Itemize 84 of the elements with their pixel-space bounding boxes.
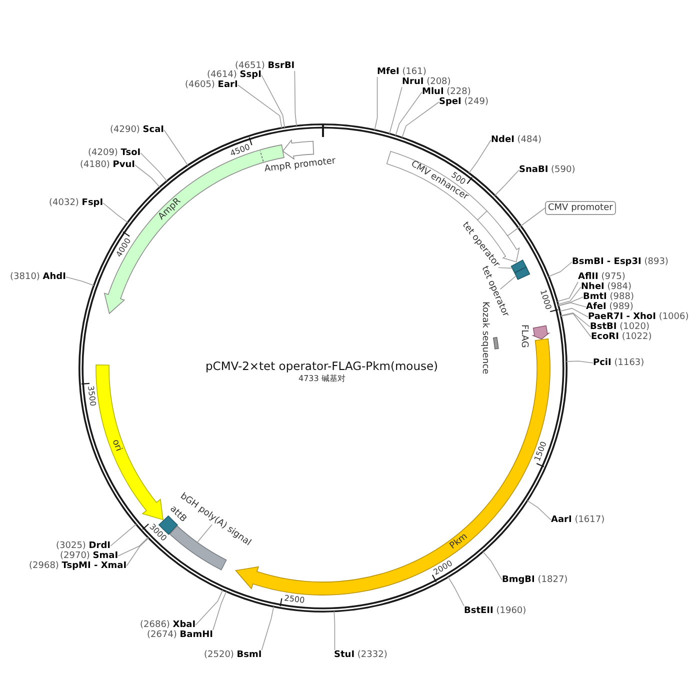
leader-line <box>195 590 224 626</box>
site-label: (4651) BsrBI <box>235 61 295 71</box>
leader-line <box>498 267 513 269</box>
leader-line <box>448 576 464 606</box>
site-label: BstBI (1020) <box>590 322 650 332</box>
site-label: BsmBI - Esp3I (893) <box>572 257 668 267</box>
leader-line <box>102 202 128 223</box>
leader-line <box>118 537 149 556</box>
site-label: BmgBI (1827) <box>502 575 568 585</box>
leader-line <box>560 312 590 328</box>
site-label: (4290) ScaI <box>110 125 164 135</box>
leader-line <box>164 130 188 166</box>
site-label: (2520) BsmI <box>204 650 262 660</box>
site-label: PaeR7I - XhoI (1006) <box>588 312 689 322</box>
callout-label: CMV promoter <box>545 201 616 215</box>
leader-line <box>468 140 492 174</box>
site-label: (2674) BamHI <box>147 630 213 640</box>
site-label: NheI (984) <box>581 282 632 292</box>
plasmid-title: pCMV-2×tet operator-FLAG-Pkm(mouse) <box>206 359 438 373</box>
leader-line <box>500 275 517 290</box>
leader-line <box>237 84 282 128</box>
site-label: (4605) EarI <box>185 80 238 90</box>
feature-label: Kozak sequence <box>480 302 490 374</box>
site-label: (3810) AhdI <box>10 272 66 282</box>
leader-line <box>110 524 137 546</box>
tick-label: 1500 <box>532 440 548 463</box>
site-label: BstEII (1960) <box>464 606 526 616</box>
feature-label: Pkm <box>448 532 470 552</box>
tick-label: 3500 <box>86 385 98 407</box>
tick-label: 2500 <box>284 594 306 605</box>
leader-line <box>126 538 149 566</box>
leader-line <box>196 524 212 543</box>
leader-line <box>558 302 586 308</box>
leader-line <box>566 360 594 364</box>
site-label: AarI (1617) <box>551 515 605 525</box>
site-label: (4180) PvuI <box>80 160 136 170</box>
feature-box <box>510 260 530 280</box>
leader-line <box>389 86 402 134</box>
feature-label: AmpR promoter <box>264 156 336 174</box>
leader-line <box>261 606 274 650</box>
leader-line <box>66 276 94 286</box>
site-label: (3025) DrdI <box>56 541 110 551</box>
site-label: AflII (975) <box>578 272 626 282</box>
site-label: AfeI (989) <box>586 302 634 312</box>
site-label: (2686) XbaI <box>140 620 196 630</box>
leader-line <box>212 591 227 630</box>
tick-label: 4500 <box>229 142 252 158</box>
site-label: BmtI (988) <box>583 292 634 302</box>
leader-line <box>334 610 336 650</box>
site-label: PciI (1163) <box>593 358 644 368</box>
site-label: (2968) TspMI - XmaI <box>29 561 127 571</box>
site-label: SpeI (249) <box>439 97 488 107</box>
leader-line <box>374 76 378 130</box>
feature-label: ori <box>110 438 124 453</box>
site-label: (4614) SspI <box>207 70 262 80</box>
site-label: MfeI (161) <box>377 67 426 77</box>
leader-line <box>556 282 578 302</box>
leader-line <box>558 286 582 305</box>
leader-line <box>559 308 588 318</box>
site-label: StuI (2332) <box>334 650 388 660</box>
leader-line <box>134 164 160 188</box>
feature-label: attB <box>168 504 188 524</box>
site-label: NdeI (484) <box>491 135 542 145</box>
leader-line <box>261 74 286 128</box>
site-label: SnaBI (590) <box>519 165 576 175</box>
leader-line <box>402 102 440 138</box>
leader-line <box>548 262 572 277</box>
leader-line <box>482 551 502 580</box>
site-label: EcoRI (1022) <box>591 332 652 342</box>
leader-line <box>526 500 552 520</box>
leader-line <box>558 296 584 306</box>
leader-line <box>494 170 520 196</box>
leader-line <box>560 313 592 338</box>
site-label: (4032) FspI <box>49 198 104 208</box>
site-label: NruI (208) <box>402 77 451 87</box>
site-label: MluI (228) <box>422 87 471 97</box>
feature-label: FLAG <box>519 324 529 348</box>
tick-label: 1000 <box>538 288 554 311</box>
site-label: (2970) SmaI <box>60 551 118 561</box>
leader-line <box>294 70 297 126</box>
site-label: (4209) TsoI <box>88 148 141 158</box>
leader-line <box>140 152 168 182</box>
leader-line <box>395 92 422 136</box>
size-label: 4733 碱基对 <box>298 374 346 384</box>
